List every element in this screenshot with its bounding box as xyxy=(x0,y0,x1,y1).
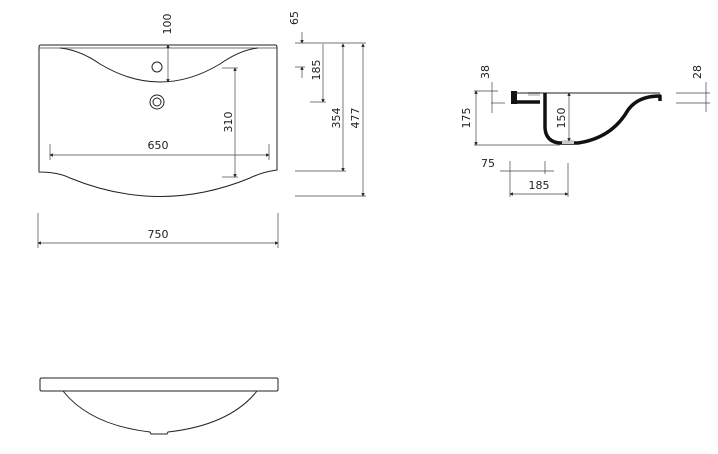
tap-hole xyxy=(151,61,163,73)
basin-outline xyxy=(38,44,278,197)
dim-label-front-lip: 28 xyxy=(691,65,704,79)
dim-label-overall-height: 175 xyxy=(460,108,473,129)
dim-label-overall-depth: 477 xyxy=(349,108,362,129)
dim-label-rear-edge: 65 xyxy=(288,11,301,25)
dim-label-flange-height: 38 xyxy=(479,65,492,79)
dim-label-drain-depth: 310 xyxy=(222,112,235,133)
bowl-underside xyxy=(62,390,258,435)
dim-label-tap-offset: 100 xyxy=(161,14,174,35)
dim-label-bowl-length: 354 xyxy=(330,108,343,129)
bowl-inner-edge xyxy=(59,47,259,83)
countertop-slab xyxy=(39,377,279,392)
drain-inner xyxy=(152,97,162,107)
dim-label-overall-width: 750 xyxy=(148,228,169,241)
drain-fill xyxy=(562,140,574,144)
dim-label-bowl-depth: 150 xyxy=(555,108,568,129)
top-view: 100 310 650 750 65 185 354 477 xyxy=(37,11,366,248)
front-view xyxy=(39,377,279,435)
flange-fill xyxy=(528,92,540,96)
side-view: 175 38 150 28 75 185 xyxy=(460,65,710,197)
dim-label-tap-to-drain: 185 xyxy=(310,60,323,81)
drain-outer xyxy=(149,94,165,110)
flange-block xyxy=(511,91,517,104)
dim-label-drain-distance: 185 xyxy=(529,179,550,192)
dim-label-drain-offset: 75 xyxy=(481,157,495,170)
dim-label-bowl-width: 650 xyxy=(148,139,169,152)
bowl-profile xyxy=(543,93,662,145)
